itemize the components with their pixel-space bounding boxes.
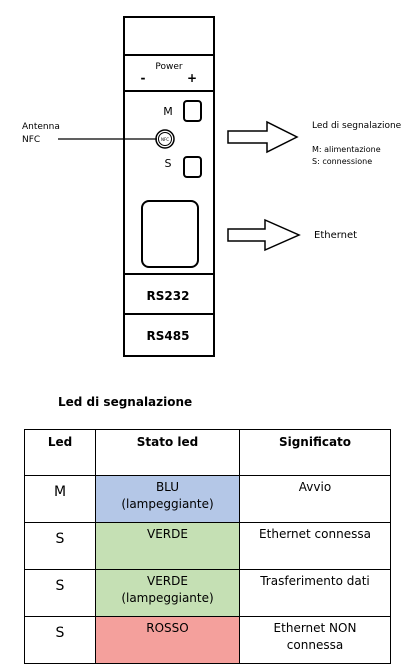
row-state: ROSSO — [95, 616, 240, 664]
table-row: M BLU (lampeggiante) Avvio — [24, 475, 391, 523]
row-led: S — [24, 616, 96, 664]
row-meaning-line2: connessa — [286, 638, 344, 652]
row-state: VERDE — [95, 522, 240, 570]
rs232-label: RS232 — [147, 289, 190, 303]
led-status-table: Led Stato led Significato M BLU (lampeggi… — [24, 429, 391, 664]
table-header-row: Led Stato led Significato — [24, 429, 391, 476]
led-callout-m: M: alimentazione — [312, 145, 381, 154]
table-row: S VERDE (lampeggiante) Trasferimento dati — [24, 569, 391, 617]
led-m-indicator — [183, 100, 202, 122]
header-led: Led — [24, 429, 96, 476]
device-diagram: Power - + M NFC S RS232 RS485 Antenna NF… — [22, 16, 402, 357]
antenna-callout-line2: NFC — [22, 135, 40, 145]
led-callout-title: Led di segnalazione — [312, 121, 402, 131]
ethernet-arrow-icon — [227, 218, 301, 252]
row-state-line1: BLU — [155, 480, 180, 494]
row-led: S — [24, 569, 96, 617]
led-arrow-icon — [227, 120, 299, 154]
nfc-antenna-inner — [158, 132, 172, 146]
row-meaning-line1: Avvio — [298, 480, 332, 494]
power-plus-label: + — [187, 71, 197, 85]
row-state-line2: (lampeggiante) — [121, 497, 214, 511]
row-meaning-line1: Ethernet connessa — [259, 527, 371, 541]
header-state: Stato led — [95, 429, 240, 476]
row-led: S — [24, 522, 96, 570]
row-state: BLU (lampeggiante) — [95, 475, 240, 523]
rs485-label: RS485 — [147, 329, 190, 343]
device-body — [123, 16, 215, 357]
row-state-line1: VERDE — [147, 574, 188, 588]
ethernet-port — [141, 200, 199, 268]
row-led: M — [24, 475, 96, 523]
row-meaning: Ethernet NON connessa — [239, 616, 391, 664]
nfc-badge-text: NFC — [161, 137, 169, 142]
led-s-indicator — [183, 156, 202, 178]
table-row: S VERDE Ethernet connessa — [24, 522, 391, 570]
row-meaning-line1: Trasferimento dati — [260, 574, 370, 588]
row-state: VERDE (lampeggiante) — [95, 569, 240, 617]
power-label: Power — [155, 62, 183, 72]
row-state-line1: ROSSO — [146, 621, 189, 635]
table-title: Led di segnalazione — [58, 395, 193, 409]
row-state-line2: (lampeggiante) — [121, 591, 214, 605]
led-m-label: M — [163, 105, 173, 118]
power-minus-label: - — [141, 71, 146, 85]
ethernet-callout: Ethernet — [314, 230, 357, 241]
led-s-label: S — [165, 157, 172, 170]
row-meaning: Avvio — [239, 475, 391, 523]
row-meaning-line1: Ethernet NON — [273, 621, 357, 635]
row-meaning: Ethernet connessa — [239, 522, 391, 570]
header-meaning: Significato — [239, 429, 391, 476]
row-meaning: Trasferimento dati — [239, 569, 391, 617]
antenna-callout-line1: Antenna — [22, 122, 60, 132]
row-state-line1: VERDE — [147, 527, 188, 541]
table-row: S ROSSO Ethernet NON connessa — [24, 616, 391, 664]
led-callout-s: S: connessione — [312, 157, 372, 166]
